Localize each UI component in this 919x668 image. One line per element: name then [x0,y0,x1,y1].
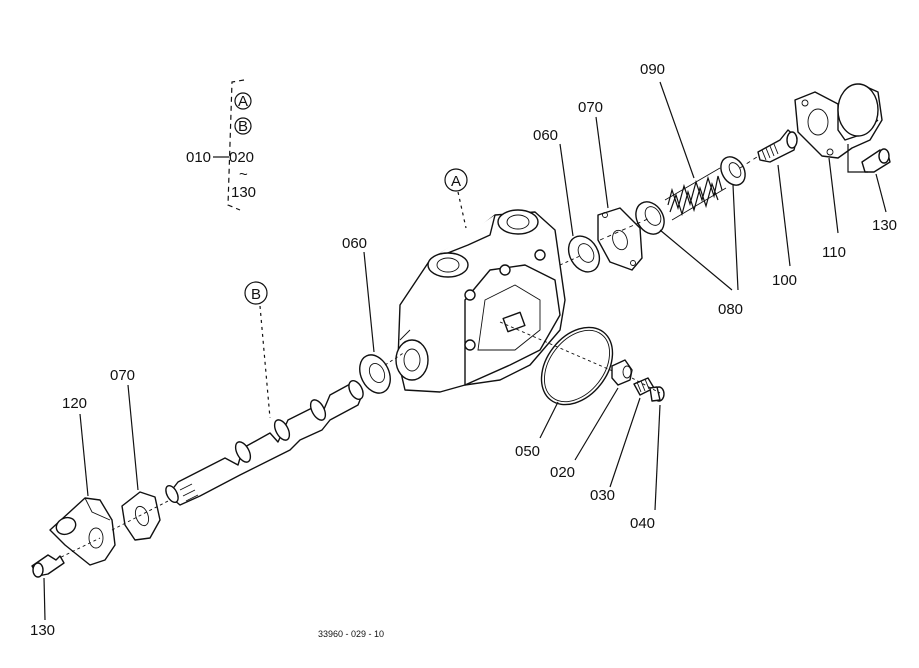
part-120 [49,497,116,566]
legend-range-end: 130 [231,184,256,201]
label-070-left: 070 [110,367,135,384]
label-030: 030 [590,487,615,504]
part-130-left [31,554,65,578]
label-110: 110 [822,244,846,261]
callout-a: A [444,168,468,229]
label-070-right: 070 [578,99,603,116]
legend-range-start: 020 [229,149,254,166]
legend-range-tilde: ~ [239,166,248,183]
label-060-left: 060 [342,235,367,252]
label-130-left: 130 [30,622,55,639]
part-040 [649,386,665,402]
part-100 [757,129,798,163]
label-130-right: 130 [872,217,897,234]
legend-ref-a-circle [234,92,252,110]
label-050: 050 [515,443,540,460]
label-090: 090 [640,61,665,78]
legend-ref-b-circle [234,117,252,135]
part-020 [611,359,633,386]
label-040: 040 [630,515,655,532]
drawing-number: 33960 - 029 - 10 [318,629,384,639]
part-070-left [121,491,161,541]
legend-bracket: A B 010 020 ~ 130 [186,79,256,211]
part-050 [540,326,614,406]
part-060-right [567,235,601,273]
legend-ref-a: A [238,93,248,110]
legend-range-prefix: 010 [186,149,211,166]
label-120: 120 [62,395,87,412]
valve-body [395,209,566,393]
part-090-spring [664,167,727,221]
part-080-seat-1 [635,201,665,235]
part-110 [794,83,883,159]
label-100: 100 [772,272,797,289]
part-130-right [861,148,891,173]
label-060-right: 060 [533,127,558,144]
part-080-seat-2 [720,156,746,186]
svg-text:B: B [251,286,261,303]
label-080: 080 [718,301,743,318]
legend-ref-b: B [238,118,248,135]
callout-b: B [244,281,271,419]
svg-text:A: A [451,173,461,190]
part-060-left [359,354,391,394]
label-020: 020 [550,464,575,481]
spool [165,380,364,506]
part-070-right [597,207,643,271]
